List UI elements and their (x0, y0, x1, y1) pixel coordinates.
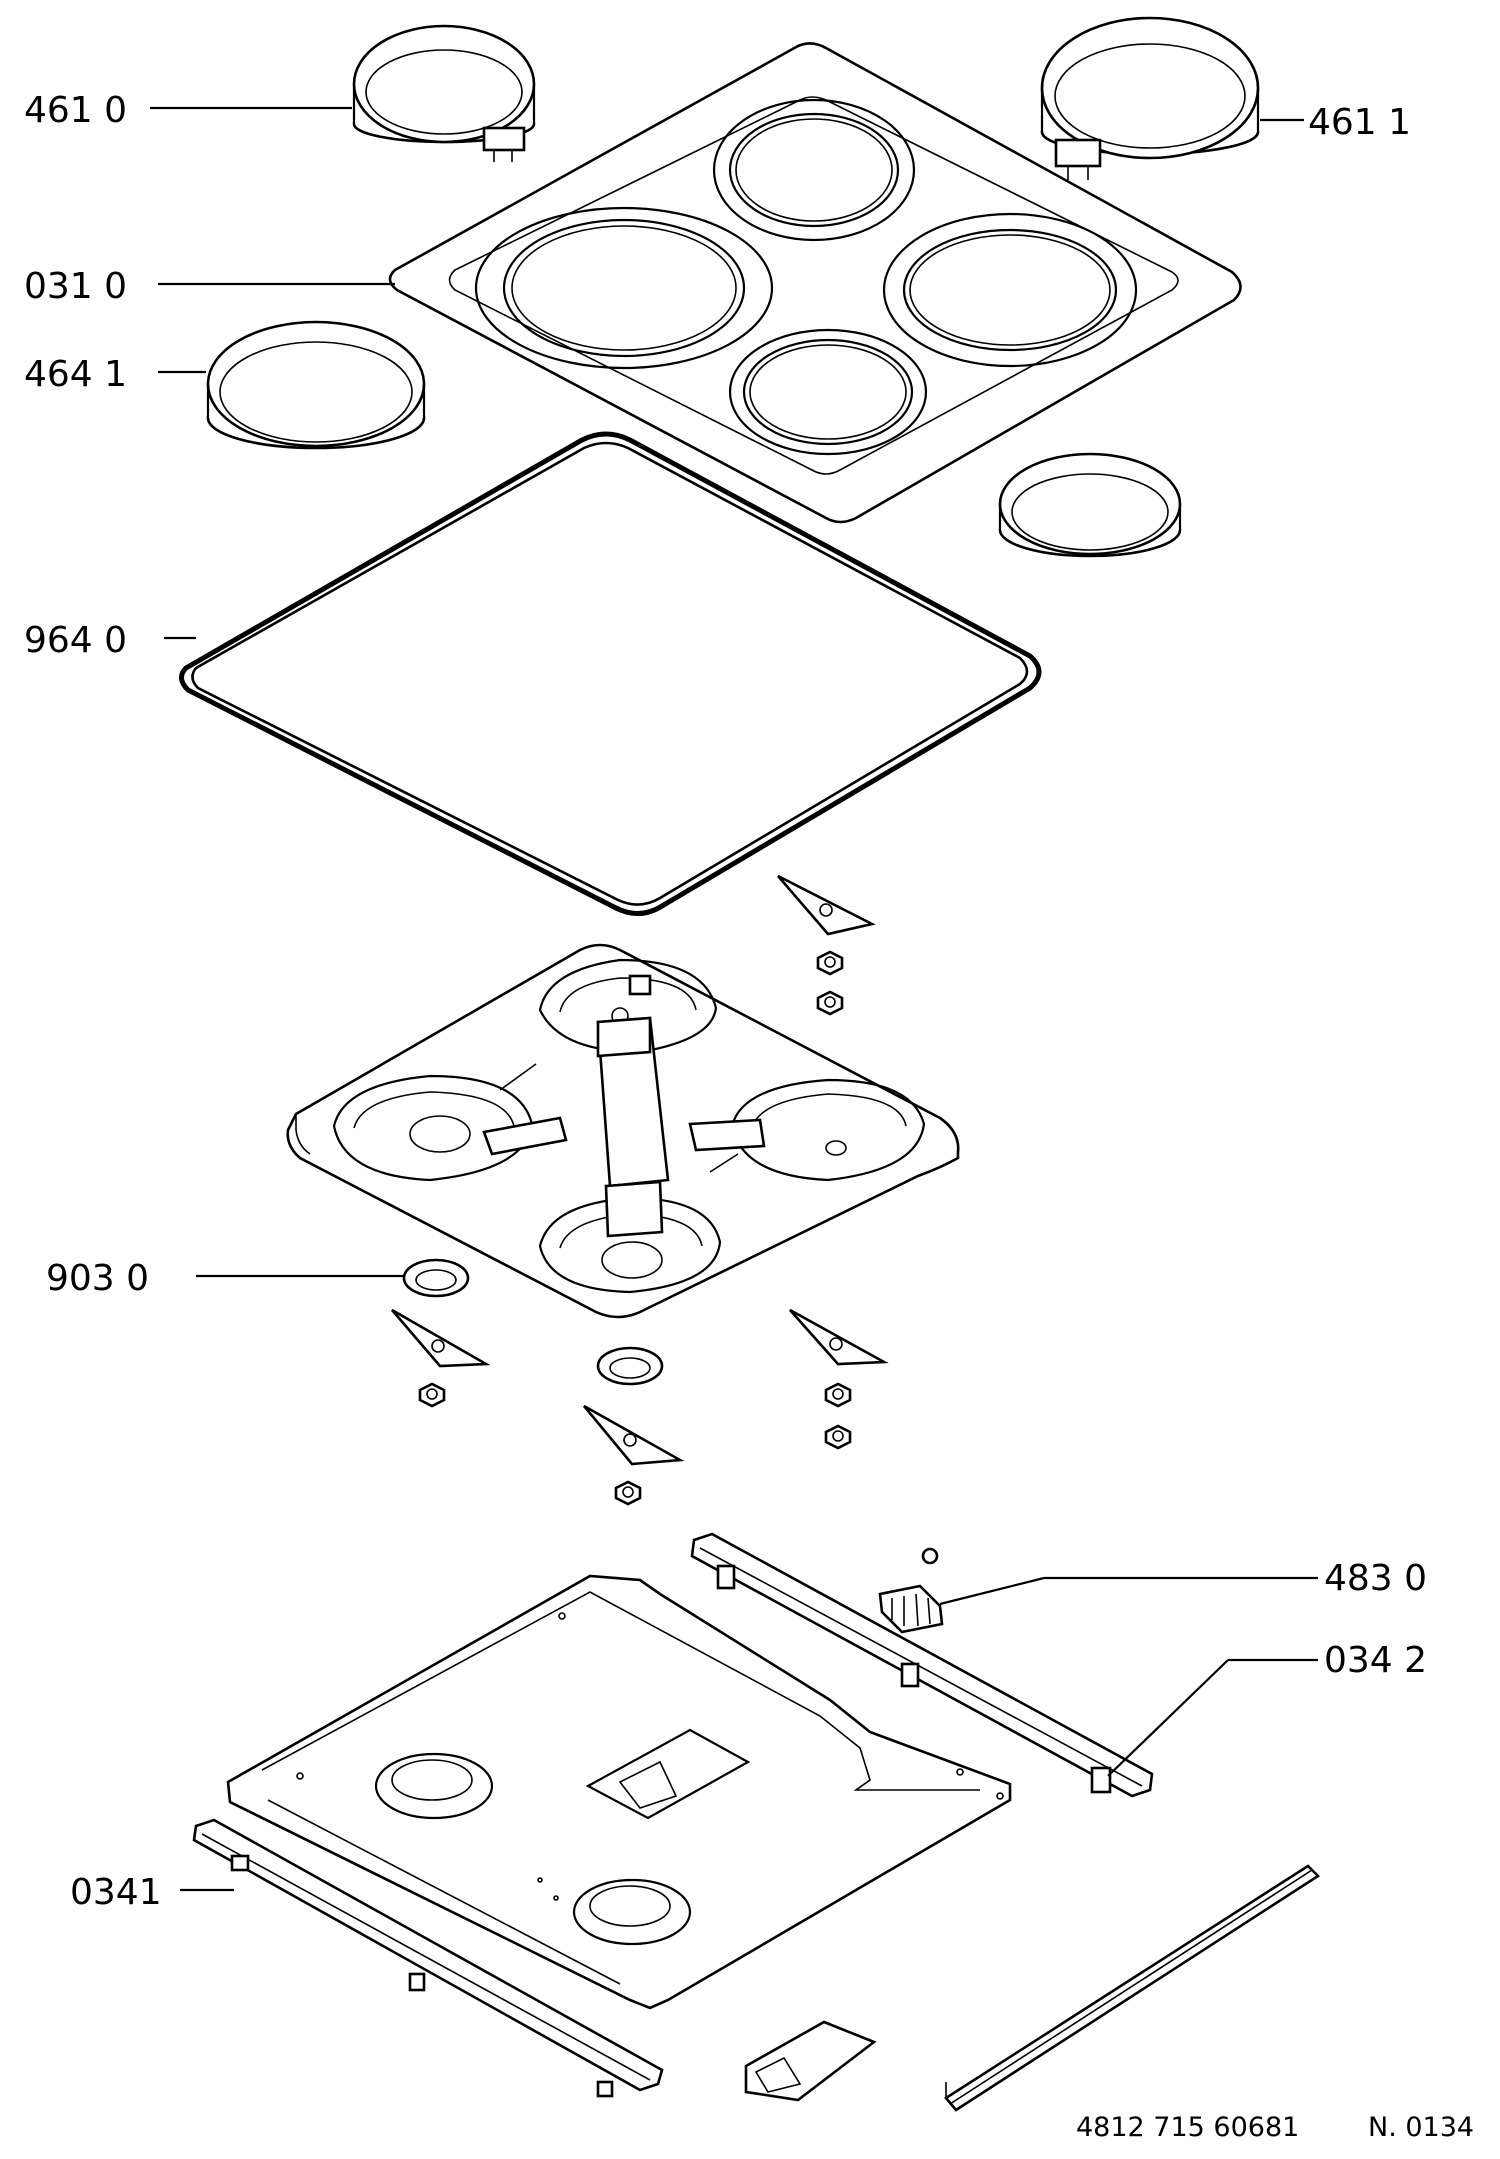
footer-sheet-number: N. 0134 (1368, 2112, 1474, 2143)
hob-ring-front (728, 328, 928, 456)
hob-top-plate (388, 42, 1242, 524)
clamp-plate-top (777, 874, 876, 936)
clamp-plate-center (582, 1404, 685, 1466)
callout-terminal-block: 483 0 (1324, 1558, 1427, 1599)
nut-center (614, 1480, 642, 1506)
frame-pad-right (688, 1078, 926, 1182)
hob-ring-left (474, 206, 774, 370)
footer-part-number: 4812 715 60681 (1076, 2112, 1299, 2143)
gasket-964-0 (179, 431, 1042, 916)
hotplate-461-0 (352, 24, 536, 162)
hotplate-461-1 (1040, 16, 1260, 180)
nut-right-1 (824, 1382, 852, 1408)
nut-left (418, 1382, 446, 1408)
callout-ring-clip: 903 0 (46, 1258, 149, 1299)
callout-hotplate-rear-right: 461 1 (1308, 102, 1411, 143)
ring-clip-center (596, 1346, 664, 1386)
rear-bracket-034-2 (690, 1532, 1154, 1798)
front-rail (944, 1864, 1321, 2112)
callout-hotplate-rear-left: 464 1 (24, 354, 127, 395)
ring-clip-903-0 (402, 1258, 470, 1298)
nut-top-1 (816, 950, 844, 976)
bottom-tray (226, 1574, 1012, 2010)
callout-rear-bracket: 034 2 (1324, 1640, 1427, 1681)
callout-front-bracket: 0341 (70, 1872, 162, 1913)
tray-opening-front (572, 1878, 692, 1946)
clamp-plate-left (391, 1308, 491, 1368)
nut-top-2 (816, 990, 844, 1016)
small-cover (744, 2020, 877, 2102)
callout-hotplate-front-left: 461 0 (24, 90, 127, 131)
hotplate-right-small (998, 452, 1182, 558)
leader-lines (150, 106, 1318, 1892)
frame-center-beam (596, 1016, 670, 1238)
tray-cutout (585, 1728, 751, 1820)
support-frame (286, 943, 960, 1319)
callout-hob-top: 031 0 (24, 266, 127, 307)
terminal-block-483-0 (878, 1547, 944, 1634)
hob-ring-right (882, 212, 1138, 368)
frame-pad-left (332, 1074, 568, 1182)
clamp-plate-right (789, 1308, 889, 1366)
front-bracket-0341 (192, 1818, 664, 2098)
nut-right-2 (824, 1424, 852, 1450)
callout-gasket: 964 0 (24, 620, 127, 661)
tray-opening-rear (374, 1752, 494, 1820)
hob-ring-rear (712, 98, 916, 242)
hotplate-464-1 (206, 320, 426, 450)
